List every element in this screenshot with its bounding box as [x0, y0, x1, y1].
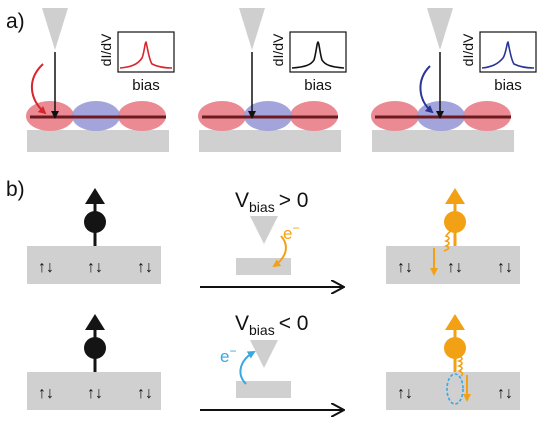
spin-arrow-icon: [444, 314, 466, 372]
spin-pair: ↑↓: [87, 385, 103, 402]
spin-pair: ↑↓: [497, 385, 513, 402]
stm-tip-icon: [42, 8, 68, 50]
dIdV-curve: [119, 41, 173, 69]
inset-plot: dI/dV bias: [270, 31, 347, 94]
wavy-spin-flip-icon: [443, 229, 453, 252]
stm-tip-icon: [239, 8, 265, 50]
panel-label-a: a): [6, 10, 25, 33]
wavy-spin-flip-icon: [456, 355, 464, 377]
substrate: [199, 130, 341, 152]
hole-icon: [446, 373, 464, 405]
spin-pair: ↑↓: [397, 259, 413, 276]
inset-ylabel: dI/dV: [270, 33, 286, 66]
panel-b-row-2: ↑↓ ↑↓ ↑↓ Vbias< 0 e− ↑↓ ↑↓: [27, 312, 520, 410]
substrate: [27, 130, 169, 152]
electron-icon: e−: [283, 221, 299, 243]
panel-a-unit-2: dI/dV bias: [198, 8, 347, 152]
bias-condition: Vbias< 0: [235, 312, 308, 338]
panel-label-b: b): [6, 178, 25, 201]
stm-tip-icon: [250, 216, 278, 244]
inset-xlabel: bias: [494, 77, 522, 94]
blue-curved-arrow: [419, 65, 434, 114]
electron-path-arrow: [272, 235, 287, 268]
spin-pair: ↑↓: [397, 385, 413, 402]
spin-arrow-icon: [84, 314, 106, 372]
dIdV-curve: [291, 41, 345, 69]
stm-tip-icon: [250, 340, 278, 368]
electron-path-arrow: [239, 351, 256, 385]
sample-block: [236, 381, 291, 398]
spin-pair: ↑↓: [447, 259, 463, 276]
panel-a-unit-3: dI/dV bias: [371, 8, 537, 152]
panel-b-row-1: ↑↓ ↑↓ ↑↓ Vbias> 0 e− ↑↓ ↑↓ ↑↓: [27, 188, 520, 287]
inset-ylabel: dI/dV: [460, 33, 476, 66]
spin-pair: ↑↓: [38, 385, 54, 402]
spin-arrow-icon: [84, 188, 106, 246]
substrate: [27, 246, 161, 284]
electron-icon: e−: [220, 344, 236, 366]
bias-condition: Vbias> 0: [235, 189, 308, 215]
inset-xlabel: bias: [132, 77, 160, 94]
red-curved-arrow: [31, 63, 47, 115]
spin-pair: ↑↓: [497, 259, 513, 276]
substrate: [372, 130, 514, 152]
spin-pair: ↑↓: [137, 385, 153, 402]
panel-a-unit-1: dI/dV bias: [26, 8, 175, 152]
substrate: [386, 246, 520, 284]
inset-plot: dI/dV bias: [460, 31, 537, 94]
inset-xlabel: bias: [304, 77, 332, 94]
substrate: [27, 372, 161, 410]
stm-tip-icon: [427, 8, 453, 50]
sample-block: [236, 258, 291, 275]
spin-pair: ↑↓: [87, 259, 103, 276]
dIdV-curve: [481, 41, 535, 69]
spin-pair: ↑↓: [38, 259, 54, 276]
inset-plot: dI/dV bias: [98, 31, 175, 94]
spin-arrow-icon: [444, 188, 466, 246]
inset-ylabel: dI/dV: [98, 33, 114, 66]
spin-pair: ↑↓: [137, 259, 153, 276]
